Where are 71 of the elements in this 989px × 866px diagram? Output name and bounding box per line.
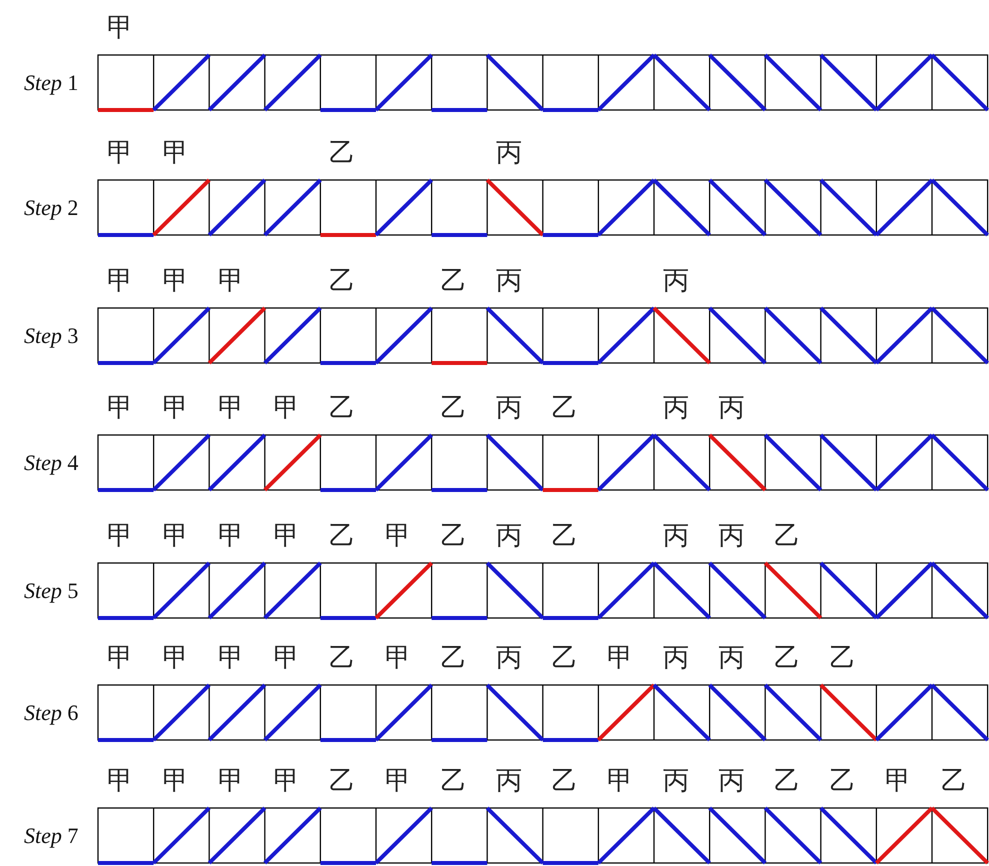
cell-label: 乙 bbox=[439, 766, 468, 796]
cell-label: 乙 bbox=[550, 521, 579, 551]
cell-label: 甲 bbox=[106, 521, 134, 551]
cell-label: 甲 bbox=[217, 393, 245, 423]
cell-label: 丙 bbox=[662, 393, 690, 423]
cell-label: 甲 bbox=[161, 766, 190, 796]
cell-label: 丙 bbox=[717, 521, 746, 551]
cell-label: 乙 bbox=[439, 266, 468, 296]
cell-label: 丙 bbox=[495, 138, 523, 168]
cell-label: 丙 bbox=[495, 266, 523, 296]
cell-label: 甲 bbox=[217, 266, 245, 296]
cell-label: 甲 bbox=[272, 643, 301, 673]
step-label: Step 1 bbox=[24, 70, 78, 96]
cell-label: 甲 bbox=[384, 521, 412, 551]
cell-label: 甲 bbox=[161, 266, 190, 296]
cell-label: 甲 bbox=[272, 393, 301, 423]
cell-label: 甲 bbox=[106, 643, 134, 673]
cell-label: 乙 bbox=[773, 766, 801, 796]
cell-label: 甲 bbox=[217, 521, 245, 551]
cell-label: 甲 bbox=[606, 643, 634, 673]
cell-label: 甲 bbox=[161, 643, 190, 673]
cell-label: 乙 bbox=[550, 643, 579, 673]
step-label: Step 2 bbox=[24, 194, 78, 220]
cell-label: 乙 bbox=[550, 393, 579, 423]
cell-label: 丙 bbox=[495, 393, 523, 423]
cell-label: 丙 bbox=[717, 766, 746, 796]
cell-label: 乙 bbox=[828, 766, 857, 796]
cell-label: 甲 bbox=[272, 521, 301, 551]
cell-label: 丙 bbox=[662, 643, 690, 673]
cell-label: 甲 bbox=[106, 13, 134, 43]
step-label: Step 6 bbox=[24, 700, 78, 726]
cell-label: 乙 bbox=[439, 393, 468, 423]
cell-label: 乙 bbox=[328, 138, 356, 168]
cell-label: 乙 bbox=[328, 266, 356, 296]
cell-label: 甲 bbox=[161, 393, 190, 423]
cell-label: 甲 bbox=[384, 643, 412, 673]
cell-label: 甲 bbox=[161, 521, 190, 551]
step-label: Step 4 bbox=[24, 450, 78, 476]
cell-label: 甲 bbox=[106, 266, 134, 296]
cell-label: 丙 bbox=[717, 643, 746, 673]
cell-label: 乙 bbox=[550, 766, 579, 796]
cell-label: 丙 bbox=[662, 766, 690, 796]
step-label: Step 5 bbox=[24, 578, 78, 604]
cell-label: 丙 bbox=[717, 393, 746, 423]
cell-label: 丙 bbox=[662, 521, 690, 551]
step-label: Step 3 bbox=[24, 322, 78, 348]
cell-label: 乙 bbox=[828, 643, 857, 673]
cell-label: 甲 bbox=[217, 766, 245, 796]
cell-label: 乙 bbox=[328, 766, 356, 796]
cell-label: 甲 bbox=[106, 393, 134, 423]
cell-label: 丙 bbox=[495, 643, 523, 673]
cell-label: 乙 bbox=[439, 521, 468, 551]
cell-label: 乙 bbox=[328, 393, 356, 423]
cell-label: 乙 bbox=[773, 521, 801, 551]
cell-label: 乙 bbox=[328, 643, 356, 673]
cell-label: 甲 bbox=[217, 643, 245, 673]
cell-label: 乙 bbox=[328, 521, 356, 551]
cell-label: 甲 bbox=[106, 766, 134, 796]
cell-label: 乙 bbox=[940, 766, 968, 796]
cell-label: 甲 bbox=[161, 138, 190, 168]
cell-label: 丙 bbox=[495, 521, 523, 551]
cell-label: 甲 bbox=[272, 766, 301, 796]
cell-label: 丙 bbox=[495, 766, 523, 796]
cell-label: 乙 bbox=[773, 643, 801, 673]
cell-label: 甲 bbox=[384, 766, 412, 796]
cell-label: 丙 bbox=[662, 266, 690, 296]
cell-label: 甲 bbox=[606, 766, 634, 796]
cell-label: 甲 bbox=[884, 766, 912, 796]
cell-label: 甲 bbox=[106, 138, 134, 168]
cell-label: 乙 bbox=[439, 643, 468, 673]
step-label: Step 7 bbox=[24, 822, 78, 848]
